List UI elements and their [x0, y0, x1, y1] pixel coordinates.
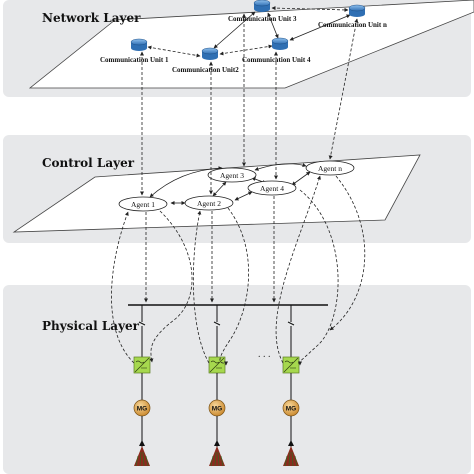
router-icon — [130, 38, 148, 51]
router-icon — [271, 37, 289, 50]
inter-layer-links — [111, 13, 366, 366]
router-icon — [253, 0, 271, 12]
communication-unit-3: Communication Unit 3 — [228, 0, 297, 23]
agent-node — [247, 180, 297, 196]
link-agent2-converter2 — [219, 207, 250, 366]
ellipsis: . . . — [258, 349, 271, 360]
physical-layer-title: Physical Layer — [42, 319, 140, 333]
converter-icon — [282, 356, 300, 374]
agent-node — [184, 195, 234, 211]
agent-label: Agent 2 — [197, 199, 221, 208]
physical-layer: Physical Layer . . . MG — [3, 285, 471, 474]
agent-node — [305, 160, 355, 176]
agent-node — [118, 196, 168, 212]
agent-n: Agent n — [305, 160, 355, 176]
physical-layer-panel — [3, 285, 471, 474]
router-icon — [201, 47, 219, 60]
control-layer: Control Layer Agent 1 Agent 2 Agent 3 Ag… — [3, 135, 471, 243]
link-agent4-converter3 — [297, 189, 339, 366]
unit-label: Communication Unit n — [318, 21, 387, 29]
link-converter1-agent1 — [111, 211, 135, 364]
communication-unit-2: Communication Unit2 — [172, 47, 239, 74]
link-agentn-converter3 — [329, 175, 366, 331]
link-converter2-agent2 — [193, 210, 210, 364]
feeder-2: MG — [208, 305, 226, 467]
router-icon — [348, 4, 366, 17]
agent-1: Agent 1 — [118, 196, 168, 212]
agent-label: Agent 1 — [131, 200, 155, 209]
unit-label: Communication Unit2 — [172, 66, 239, 74]
communication-unit-1: Communication Unit 1 — [100, 38, 169, 64]
link-unitn-agentn — [328, 18, 359, 160]
agent-2: Agent 2 — [184, 195, 234, 211]
network-layer-title: Network Layer — [42, 11, 141, 25]
agent-4: Agent 4 — [247, 180, 297, 196]
load-icon — [209, 446, 225, 467]
agent-3: Agent 3 — [207, 167, 257, 183]
network-layer: Network Layer Communication Unit 1 — [3, 0, 474, 97]
mg-label: MG — [212, 406, 222, 413]
converter-icon — [208, 356, 226, 374]
unit-label: Communication Unit 3 — [228, 15, 297, 23]
converter-icon — [133, 356, 151, 374]
network-links — [147, 6, 351, 58]
feeder-3: MG — [282, 305, 300, 467]
agent-label: Agent 4 — [260, 184, 284, 193]
link-converter3-agentn — [275, 175, 321, 364]
link-agent1-converter1 — [149, 210, 193, 363]
mg-label: MG — [286, 406, 296, 413]
agent-label: Agent 3 — [220, 171, 244, 180]
unit-label: Communication Unit 4 — [242, 56, 311, 64]
agent-node — [207, 167, 257, 183]
mg-label: MG — [137, 406, 147, 413]
load-icon — [283, 446, 299, 467]
unit-label: Communication Unit 1 — [100, 56, 169, 64]
feeder-1: MG — [133, 305, 151, 467]
agent-label: Agent n — [318, 164, 342, 173]
load-icon — [134, 446, 150, 467]
control-layer-title: Control Layer — [42, 156, 135, 170]
